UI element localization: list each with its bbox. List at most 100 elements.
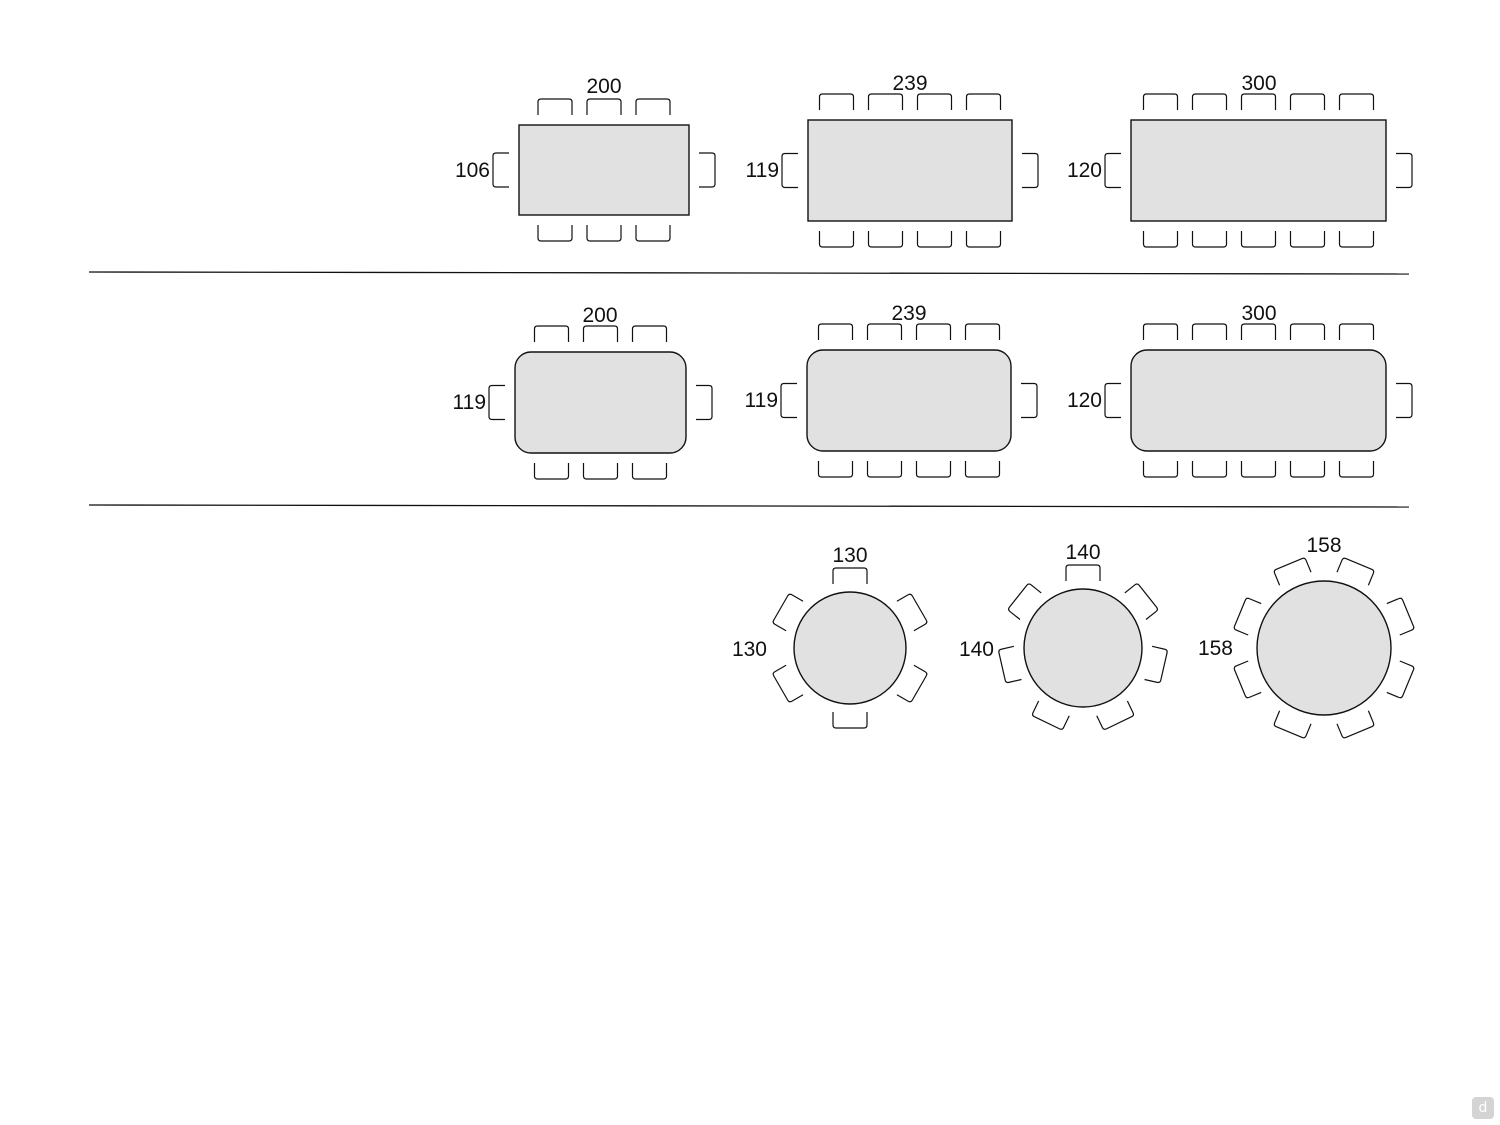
chair <box>1191 93 1228 110</box>
chair <box>1240 231 1277 248</box>
chairs <box>772 567 928 729</box>
chair <box>1386 660 1415 699</box>
chair <box>586 225 622 242</box>
chair <box>631 463 668 480</box>
chair <box>1273 557 1312 586</box>
row-divider <box>88 504 1410 508</box>
chair <box>1233 597 1262 636</box>
chair <box>1142 231 1179 248</box>
width-label: 239 <box>891 302 926 325</box>
chair <box>1396 152 1413 189</box>
chair <box>1386 597 1415 636</box>
chair <box>1289 461 1326 478</box>
chair <box>1191 461 1228 478</box>
chair <box>1007 583 1042 620</box>
depth-label: 119 <box>745 389 778 412</box>
chair <box>896 664 928 703</box>
chair <box>1273 710 1312 739</box>
chair <box>1396 382 1413 419</box>
table-top <box>1023 588 1143 708</box>
chair <box>635 98 671 115</box>
chair <box>1289 323 1326 340</box>
chair <box>631 325 668 342</box>
chair <box>965 93 1002 110</box>
chair <box>772 664 804 703</box>
chair <box>582 463 619 480</box>
table-top <box>518 124 690 216</box>
chair <box>492 152 509 188</box>
table-diagram-round-2: 140 140 <box>959 541 1168 730</box>
table-diagram-rect-1: 200 106 <box>455 75 716 242</box>
chair <box>915 323 952 340</box>
width-label: 130 <box>832 544 867 567</box>
chair <box>832 567 868 584</box>
d-logo-icon: d <box>1472 1097 1494 1119</box>
chairs <box>1104 93 1413 248</box>
table-top <box>1256 580 1392 716</box>
chair <box>817 461 854 478</box>
chair <box>832 712 868 729</box>
chair <box>533 325 570 342</box>
table-diagram-rounded-3: 300 120 <box>1067 302 1413 478</box>
table-top <box>793 591 907 705</box>
chair <box>1336 557 1375 586</box>
chairs <box>781 93 1039 248</box>
chair <box>699 152 716 188</box>
chairs <box>780 323 1038 478</box>
chair <box>817 323 854 340</box>
chair <box>1142 323 1179 340</box>
chair <box>696 384 713 421</box>
chair <box>916 231 953 248</box>
row-divider <box>88 271 1410 275</box>
depth-label: 119 <box>746 159 779 182</box>
chair <box>867 93 904 110</box>
chair <box>488 384 505 421</box>
chairs <box>1104 323 1413 478</box>
chair <box>915 461 952 478</box>
chair <box>1031 700 1070 730</box>
depth-label: 140 <box>959 638 994 661</box>
width-label: 140 <box>1065 541 1100 564</box>
table-diagram-round-1: 130 130 <box>732 544 928 729</box>
chair <box>1142 93 1179 110</box>
chair <box>1240 461 1277 478</box>
chair <box>1336 710 1375 739</box>
chair <box>1289 231 1326 248</box>
width-label: 200 <box>586 75 621 98</box>
depth-label: 119 <box>453 391 486 414</box>
depth-label: 158 <box>1198 637 1233 660</box>
chair <box>537 225 573 242</box>
table-diagram-rect-3: 300 120 <box>1067 72 1413 248</box>
table-diagram-rounded-1: 200 119 <box>453 304 713 480</box>
chair <box>896 593 928 632</box>
depth-label: 120 <box>1067 389 1102 412</box>
chair <box>1338 461 1375 478</box>
table-top <box>1130 119 1387 222</box>
depth-label: 120 <box>1067 159 1102 182</box>
chair <box>964 323 1001 340</box>
chair <box>772 593 804 632</box>
chair <box>1065 564 1101 581</box>
chair <box>998 645 1022 684</box>
chairs <box>998 564 1168 730</box>
width-label: 200 <box>582 304 617 327</box>
table-diagram-round-3: 158 158 <box>1198 534 1415 739</box>
table-top <box>1130 349 1387 452</box>
chair <box>1191 323 1228 340</box>
chair <box>867 231 904 248</box>
chair <box>818 231 855 248</box>
chair <box>1144 645 1168 684</box>
width-label: 300 <box>1241 302 1276 325</box>
chair <box>1124 583 1159 620</box>
chair <box>781 152 798 189</box>
chair <box>964 461 1001 478</box>
chair <box>780 382 797 419</box>
chair <box>533 463 570 480</box>
chair <box>818 93 855 110</box>
chair <box>1191 231 1228 248</box>
chair <box>1104 152 1121 189</box>
chair <box>1338 231 1375 248</box>
chair <box>866 323 903 340</box>
width-label: 300 <box>1241 72 1276 95</box>
chair <box>965 231 1002 248</box>
